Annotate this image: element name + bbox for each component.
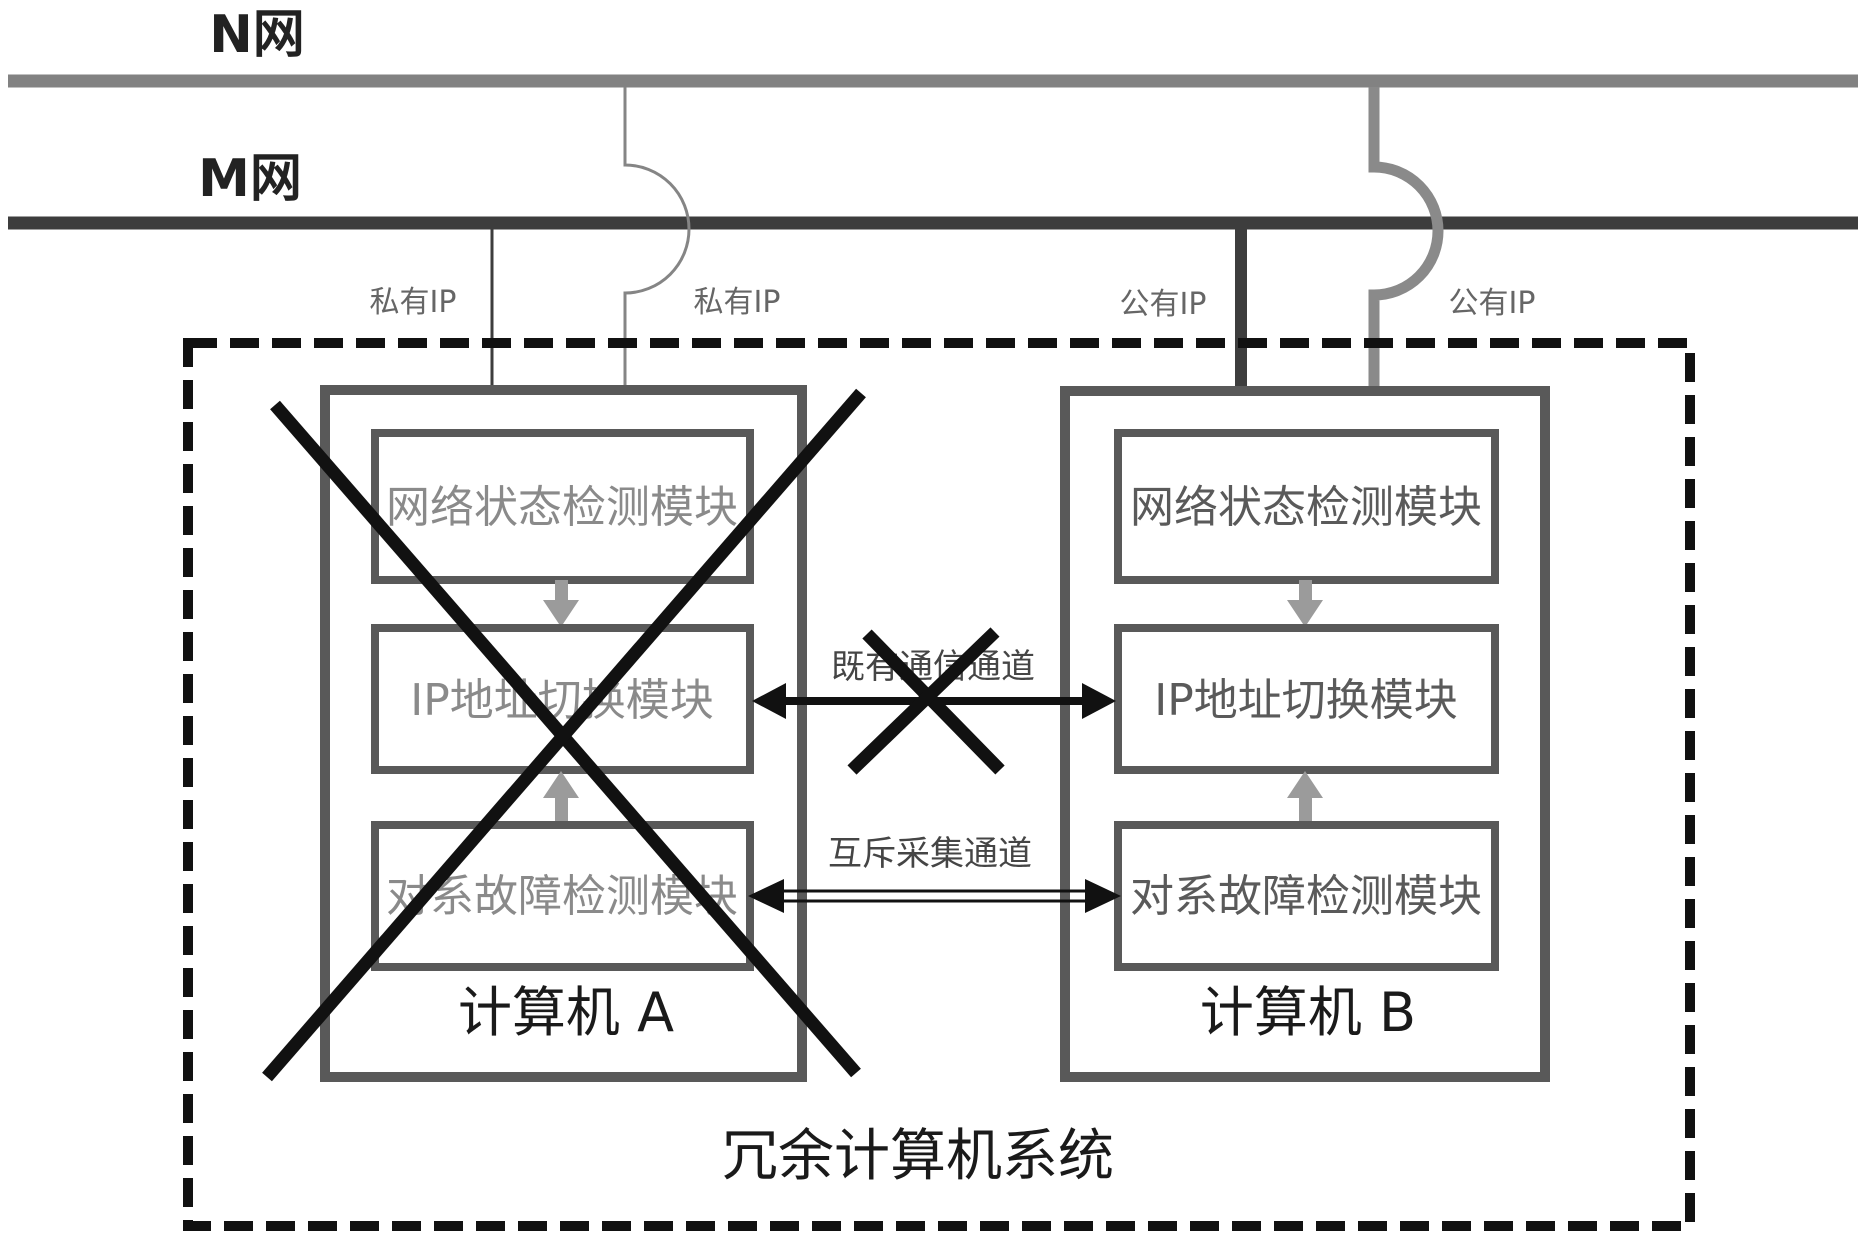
- mutex-channel-label: 互斥采集通道: [828, 834, 1032, 874]
- computer-b-peer-fault-module-label: 对系故障检测模块: [1130, 871, 1482, 922]
- public-ip-label-1: 公有IP: [1120, 287, 1207, 322]
- private-ip-label-1: 私有IP: [370, 285, 457, 320]
- computer-b-title: 计算机 B: [1200, 981, 1416, 1044]
- computer-a-title: 计算机 A: [458, 981, 674, 1044]
- computer-a-network-status-module-label: 网络状态检测模块: [386, 482, 738, 533]
- private-ip-label-2: 私有IP: [694, 285, 781, 320]
- public-ip-label-2: 公有IP: [1449, 286, 1536, 321]
- computer-b-ip-switch-module-label: IP地址切换模块: [1154, 675, 1458, 726]
- network-m-label: M网: [198, 149, 302, 209]
- computer-b-network-status-module-label: 网络状态检测模块: [1130, 482, 1482, 533]
- computer-a-ip-switch-module-label: IP地址切换模块: [410, 675, 714, 726]
- network-n-label: N网: [209, 5, 305, 65]
- system-title: 冗余计算机系统: [722, 1124, 1114, 1189]
- comm-channel-label: 既有通信通道: [831, 647, 1035, 687]
